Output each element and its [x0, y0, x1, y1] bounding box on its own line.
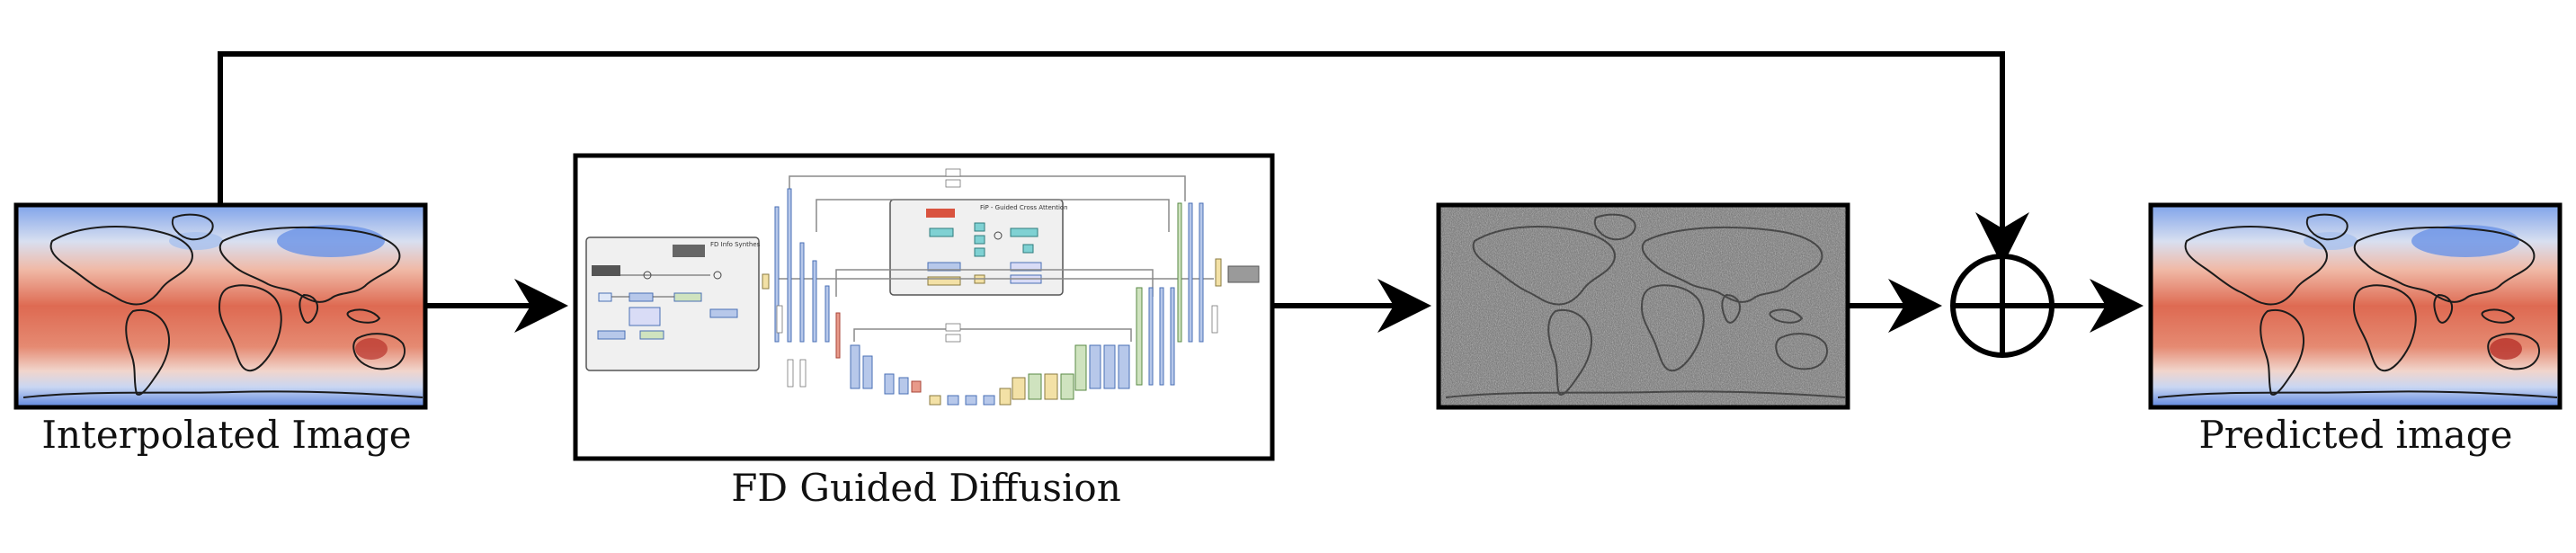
fd-guided-diffusion-block: FD Info Synthes FiP - Guided Cross Atten… — [573, 153, 1275, 461]
unet-bottleneck — [929, 388, 1012, 406]
circle-plus-icon — [1950, 254, 2055, 358]
unet-encoder-bars — [774, 188, 922, 395]
predicted-map-image — [2148, 202, 2563, 410]
right-panel-title: FiP - Guided Cross Attention — [980, 204, 1068, 211]
unet-dimension-tags — [776, 168, 1218, 388]
model-label: FD Guided Diffusion — [731, 466, 1121, 510]
guided-cross-attention-panel: FiP - Guided Cross Attention — [889, 199, 1068, 296]
noise-residual-image — [1436, 202, 1850, 410]
unet-decoder-bars — [1012, 202, 1260, 400]
input-label: Interpolated Image — [41, 413, 411, 457]
skip-connection-arrow — [218, 51, 2029, 266]
left-panel-title: FD Info Synthes — [710, 241, 761, 248]
fd-info-synthesis-panel: FD Info Synthes — [585, 236, 770, 371]
input-map-image — [13, 202, 428, 410]
output-label: Predicted image — [2198, 413, 2512, 457]
unet-skip-lines — [779, 175, 1214, 342]
